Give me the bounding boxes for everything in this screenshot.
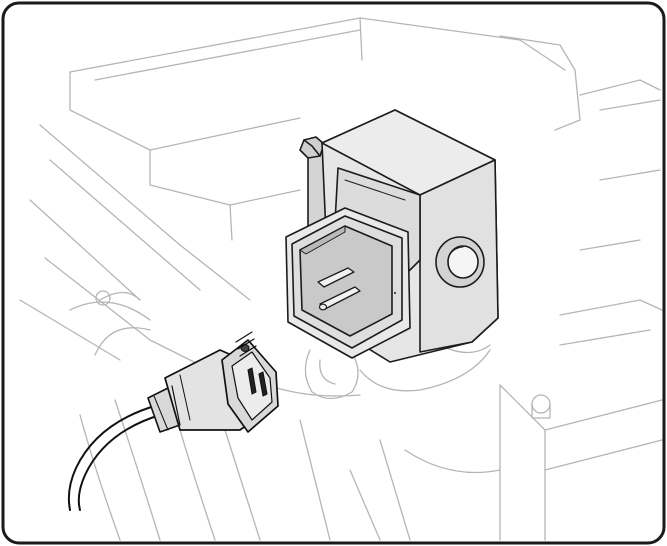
extension-cord-plug-icon xyxy=(67,331,279,511)
cord-cable-icon xyxy=(67,404,159,511)
junction-box-icon xyxy=(285,109,499,363)
engine-block-icon xyxy=(19,17,663,541)
